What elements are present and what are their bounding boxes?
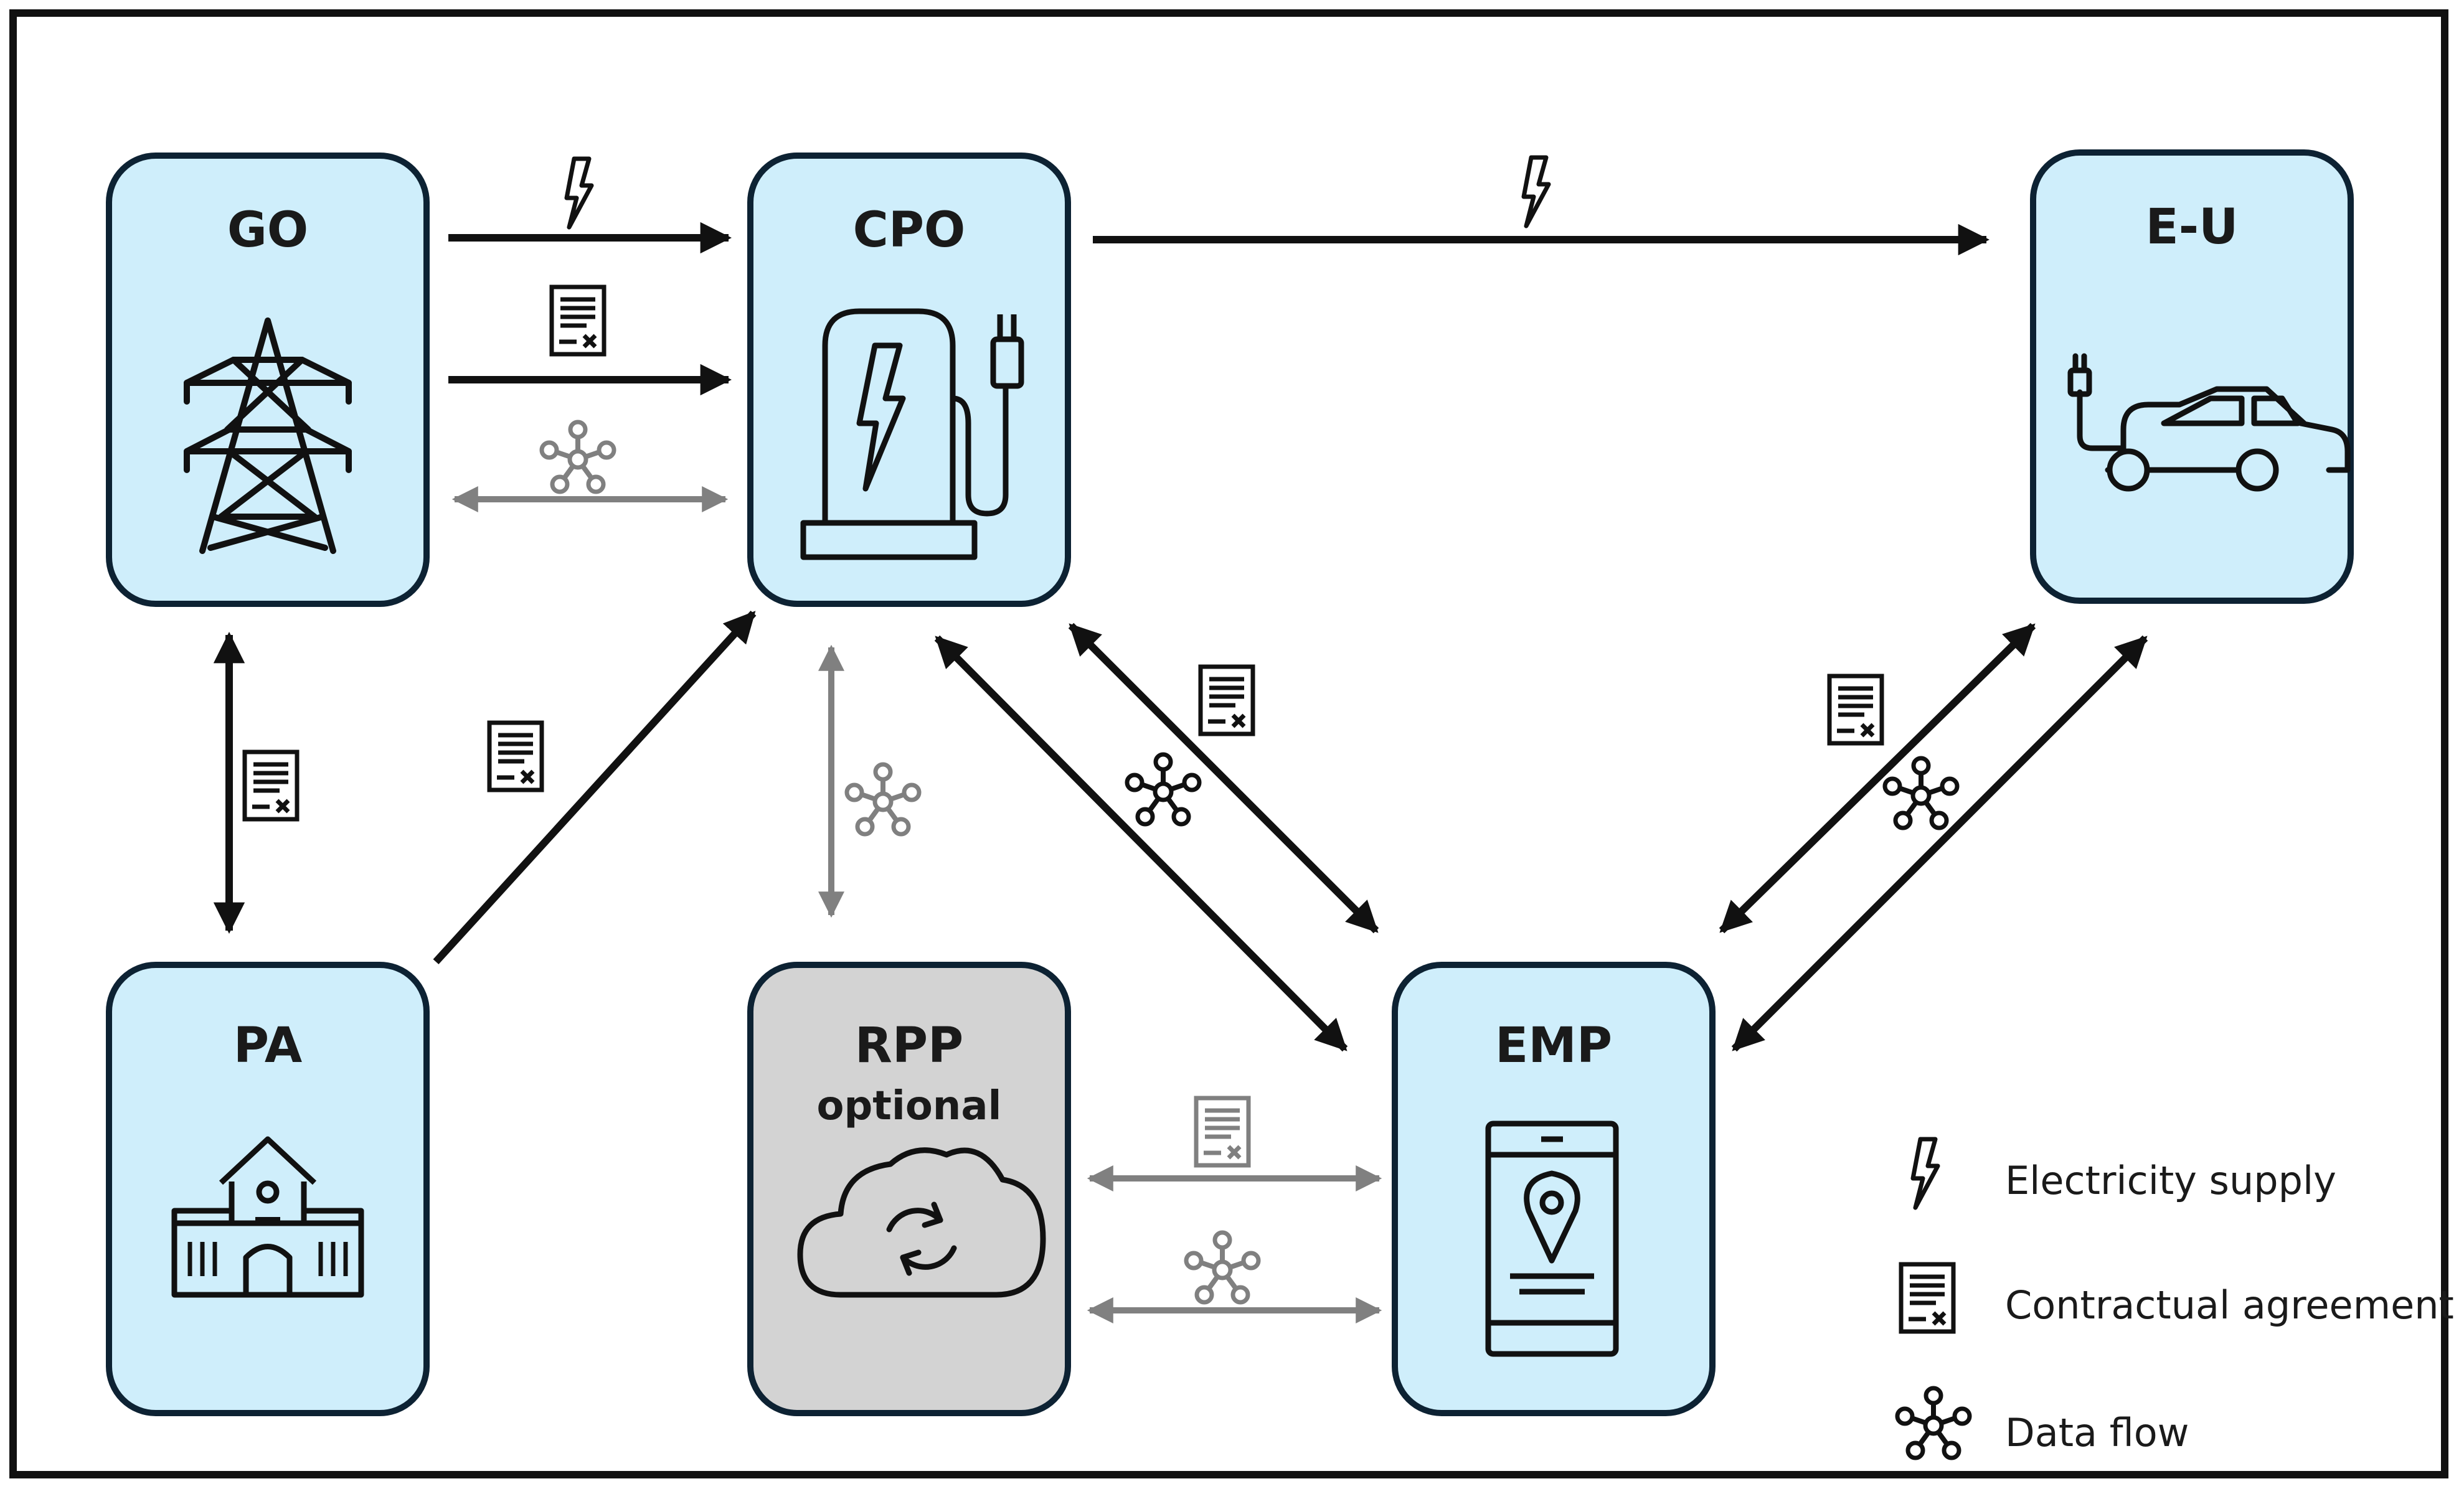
phone-map-pin-icon — [1485, 1120, 1619, 1357]
arrow-emp-eu-inner — [1719, 622, 2036, 934]
node-emp: EMP — [1392, 962, 1716, 1416]
data-flow-icon — [1127, 754, 1199, 824]
contract-icon — [1829, 676, 1882, 743]
legend-contract-icon — [1901, 1264, 1953, 1332]
arrow-cpo-emp-inner — [1068, 622, 1379, 934]
contract-icon — [1201, 667, 1253, 734]
node-cpo-title: CPO — [852, 202, 966, 258]
data-flow-icon — [847, 764, 919, 834]
charging-station-icon — [800, 308, 1024, 560]
node-go-title: GO — [227, 202, 309, 258]
legend-data-label: Data flow — [2005, 1410, 2189, 1455]
contract-icon — [552, 287, 604, 354]
transmission-tower-icon — [184, 317, 352, 554]
node-pa-title: PA — [233, 1018, 303, 1074]
arrow-emp-eu-outer — [1731, 635, 2148, 1052]
contract-icon — [1196, 1098, 1249, 1165]
node-rpp-subtitle: optional — [816, 1083, 1002, 1129]
node-eu: E-U — [2030, 149, 2354, 604]
legend-data-icon — [1897, 1388, 1970, 1458]
arrow-pa-cpo-contract — [433, 610, 757, 965]
node-emp-title: EMP — [1494, 1018, 1613, 1074]
public-building-icon — [171, 1136, 364, 1298]
legend-electricity-label: Electricity supply — [2005, 1158, 2336, 1203]
legend-electricity-icon — [1913, 1139, 1938, 1208]
data-flow-icon — [542, 422, 614, 492]
data-flow-icon — [1885, 758, 1957, 828]
contract-icon — [489, 723, 542, 790]
cloud-sync-icon — [797, 1147, 1046, 1298]
contract-icon — [245, 752, 297, 819]
electricity-icon — [567, 159, 592, 227]
node-pa: PA — [106, 962, 430, 1416]
electricity-icon — [1524, 157, 1549, 226]
ev-car-icon — [2067, 353, 2351, 492]
node-eu-title: E-U — [2145, 199, 2239, 255]
data-flow-icon — [1186, 1233, 1258, 1302]
legend-contract-label: Contractual agreement — [2005, 1282, 2454, 1328]
